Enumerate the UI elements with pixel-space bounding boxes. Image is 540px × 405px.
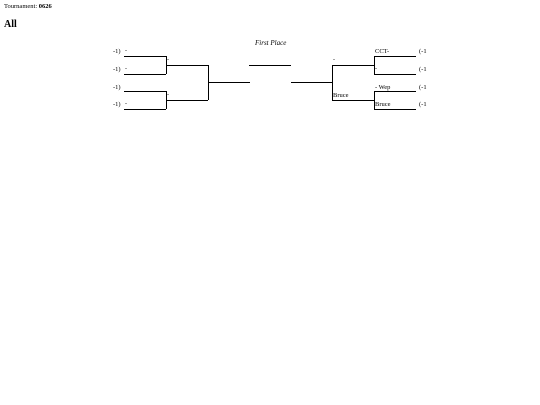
left-r1-line-3 — [124, 91, 166, 92]
tournament-header: Tournament: 0626 — [4, 3, 52, 10]
left-r1-line-4 — [124, 109, 166, 110]
left-seed-3: -1) — [113, 84, 121, 91]
left-seed-4: -1) — [113, 101, 121, 108]
right-team-3[interactable]: - Wep — [375, 84, 391, 91]
right-r2-connector — [332, 65, 333, 100]
right-r2-line-1 — [332, 65, 374, 66]
left-team-4[interactable]: - — [125, 101, 127, 107]
right-r2-team-1[interactable]: - — [333, 57, 335, 63]
right-team-1[interactable]: CCT- — [375, 48, 390, 55]
right-r2-line-2 — [332, 100, 374, 101]
final-place-label: First Place — [255, 39, 287, 47]
tournament-label: Tournament: — [4, 3, 38, 10]
right-seed-4: (-1 — [419, 101, 427, 108]
right-r2-team-2[interactable]: Bruce — [333, 92, 349, 99]
right-team-4[interactable]: Bruce — [375, 101, 391, 108]
right-seed-3: (-1 — [419, 84, 427, 91]
right-r1-connector-b — [374, 91, 375, 109]
right-seed-1: (-1 — [419, 48, 427, 55]
left-team-1[interactable]: - — [125, 48, 127, 54]
left-r2-line-1 — [166, 65, 208, 66]
right-team-2[interactable]: - — [375, 66, 377, 72]
left-r2-team-1[interactable]: - — [167, 57, 169, 63]
final-line — [249, 65, 291, 66]
left-seed-2: -1) — [113, 66, 121, 73]
left-r1-line-2 — [124, 74, 166, 75]
left-r2-line-2 — [166, 100, 208, 101]
right-r1-line-2 — [374, 74, 416, 75]
page-title: All — [4, 19, 17, 30]
left-r2-team-2[interactable]: - — [167, 92, 169, 98]
right-r3-line — [291, 82, 333, 83]
right-seed-2: (-1 — [419, 66, 427, 73]
right-r1-line-4 — [374, 109, 416, 110]
right-r1-line-1 — [374, 56, 416, 57]
tournament-name: 0626 — [38, 3, 52, 10]
left-seed-1: -1) — [113, 48, 121, 55]
right-r1-line-3 — [374, 91, 416, 92]
left-r3-line — [208, 82, 250, 83]
left-r1-line-1 — [124, 56, 166, 57]
left-team-2[interactable]: - — [125, 66, 127, 72]
right-r1-connector-a — [374, 56, 375, 74]
